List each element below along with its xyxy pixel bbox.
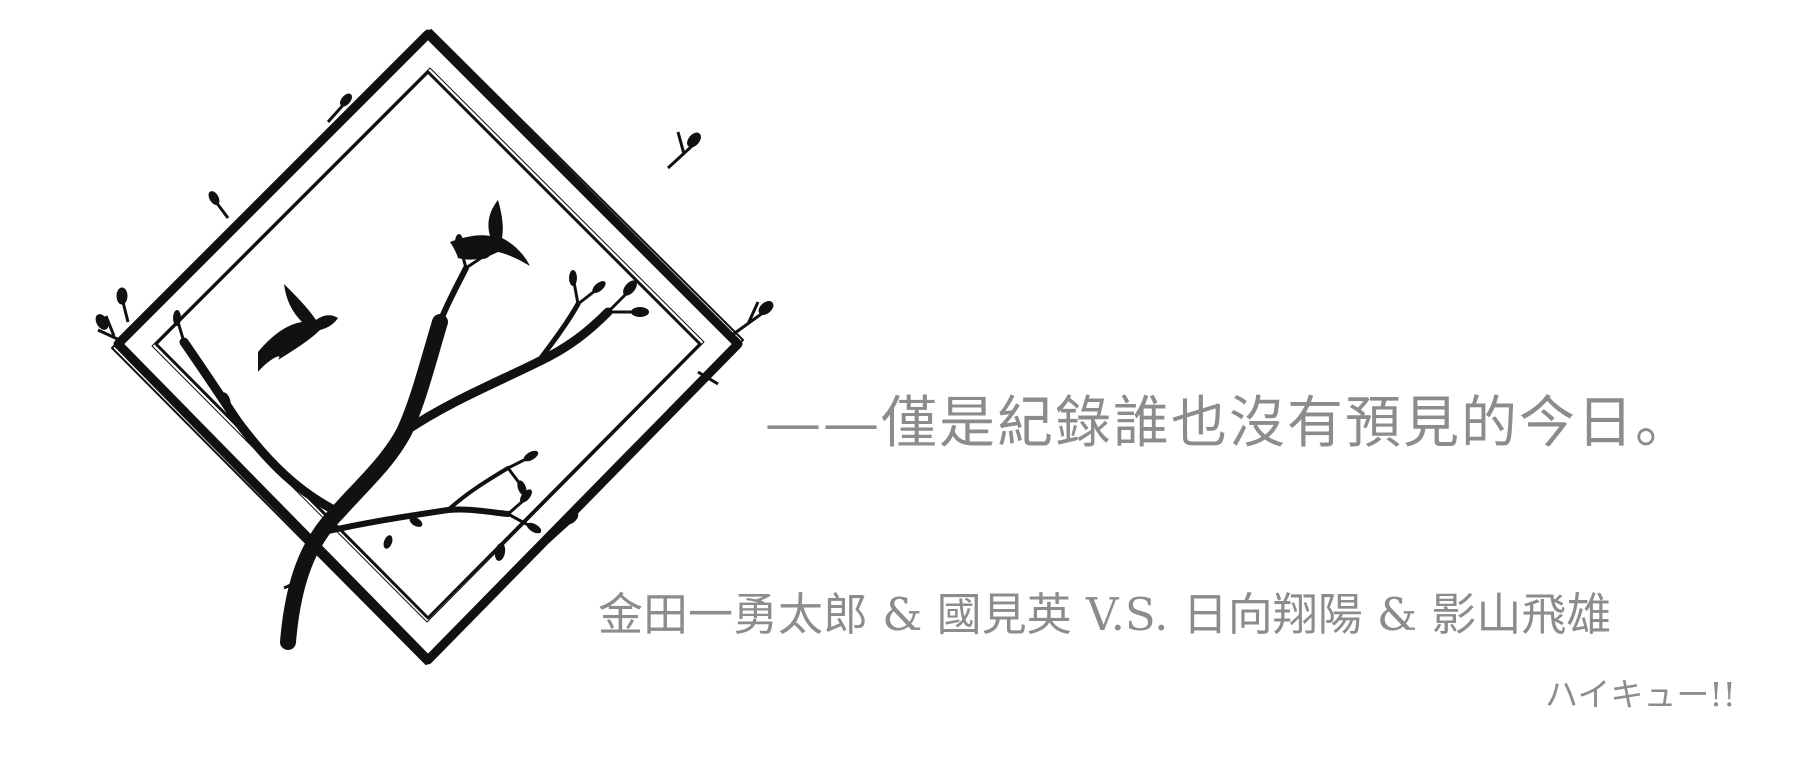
diamond-tree-emblem [88,22,788,682]
character-pairing-title: 金田一勇太郎 & 國見英 V.S. 日向翔陽 & 影山飛雄 [598,588,1612,641]
frame-twig-icon [95,93,774,590]
diamond-frame-icon [111,29,744,665]
flying-bird-icon [450,200,530,266]
tagline-quote: ——僅是紀錄誰也沒有預見的今日。 [765,391,1693,456]
flying-bird-icon [258,284,338,372]
bare-tree-branch-icon [176,244,638,650]
series-name: ハイキュー!! [1545,675,1736,714]
